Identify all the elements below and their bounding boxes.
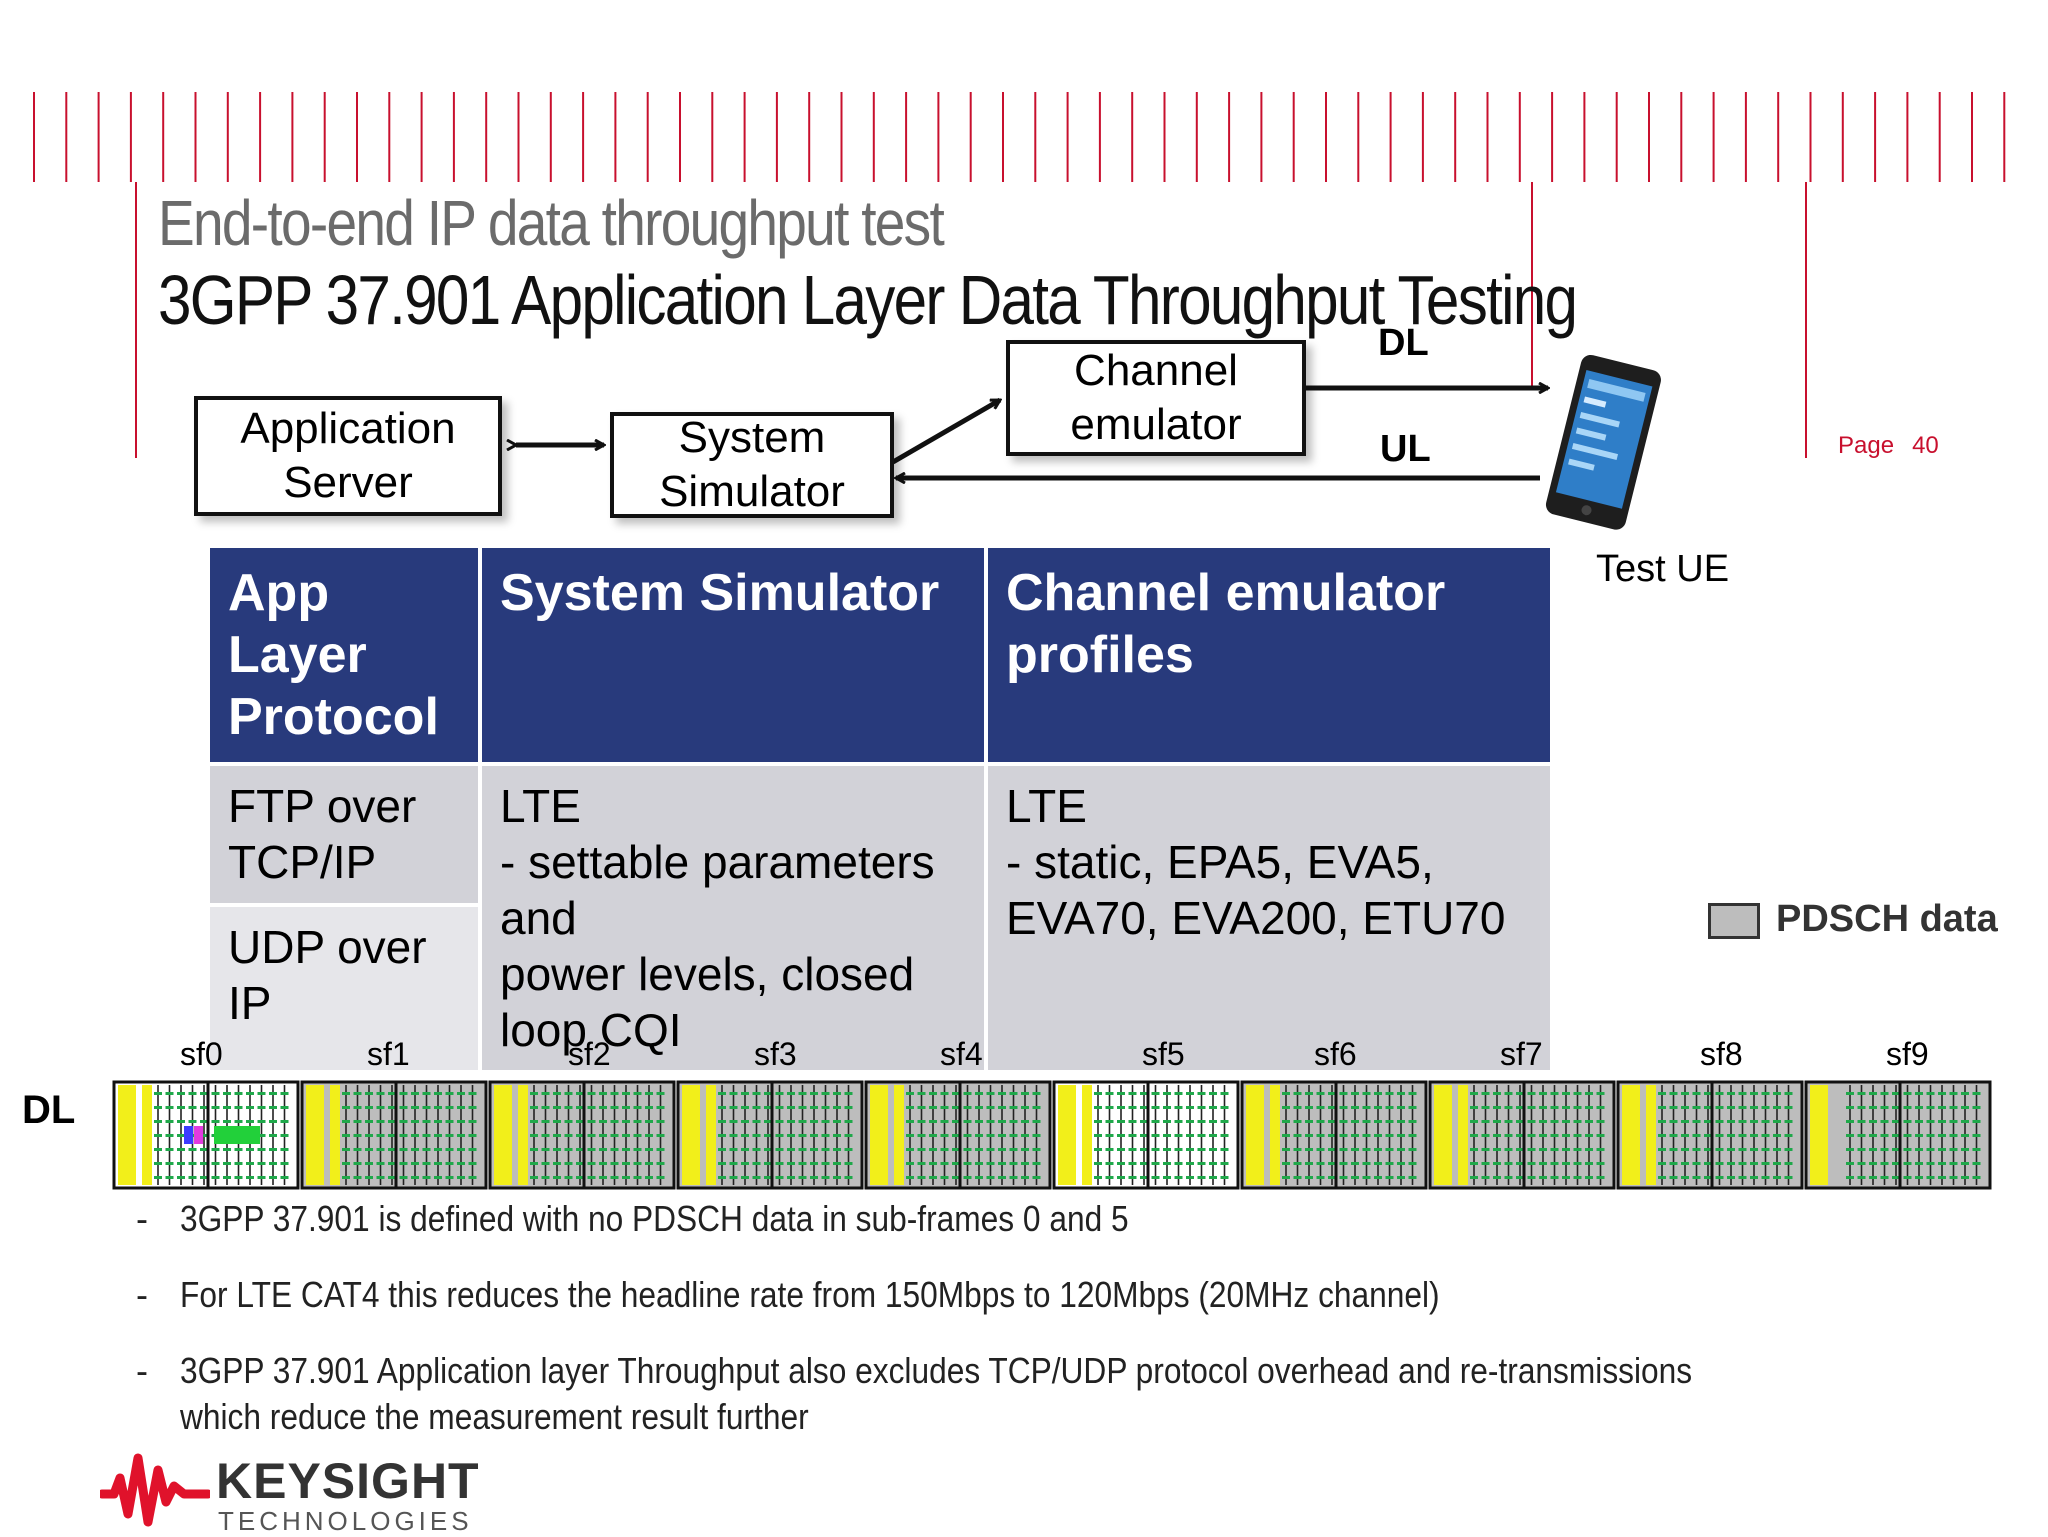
subframe-6 xyxy=(1240,1080,1428,1190)
protocol-udp-cell: UDP over IP xyxy=(210,902,478,1070)
slide-subtitle: 3GPP 37.901 Application Layer Data Throu… xyxy=(158,261,1578,339)
protocol-table: App Layer Protocol System Simulator Chan… xyxy=(206,548,1554,1070)
simulator-details-cell: LTE - settable parameters and power leve… xyxy=(482,762,984,1070)
simulator-emulator-arrow xyxy=(891,397,1000,465)
page-value: 40 xyxy=(1912,432,1939,459)
bullet-item: -For LTE CAT4 this reduces the headline … xyxy=(136,1272,1996,1318)
subframe-9 xyxy=(1804,1080,1992,1190)
protocol-ftp-cell: FTP over TCP/IP xyxy=(210,762,478,903)
subframe-3 xyxy=(676,1080,864,1190)
slide-title: End-to-end IP data throughput test xyxy=(158,187,945,259)
subframe-label-8: sf8 xyxy=(1700,1036,1743,1072)
header-app-layer-protocol: App Layer Protocol xyxy=(210,548,478,762)
bullet-text: 3GPP 37.901 is defined with no PDSCH dat… xyxy=(180,1198,1129,1239)
pdsch-legend-swatch xyxy=(1708,903,1760,939)
subframe-1 xyxy=(300,1080,488,1190)
bullet-list: -3GPP 37.901 is defined with no PDSCH da… xyxy=(136,1196,1996,1470)
subframe-label-9: sf9 xyxy=(1886,1036,1929,1072)
subframe-4 xyxy=(864,1080,1052,1190)
keysight-logo-text: KEYSIGHT xyxy=(216,1453,480,1509)
page-number: Page 40 xyxy=(1838,432,1939,460)
subframe-5 xyxy=(1052,1080,1240,1190)
subframe-2 xyxy=(488,1080,676,1190)
subframe-row-label: DL xyxy=(22,1088,76,1132)
bullet-item: -3GPP 37.901 Application layer Throughpu… xyxy=(136,1348,1996,1440)
bullet-dash: - xyxy=(136,1198,148,1239)
test-ue-label: Test UE xyxy=(1596,548,1730,590)
subframe-label-4: sf4 xyxy=(940,1036,983,1072)
subframe-7 xyxy=(1428,1080,1616,1190)
application-server-box: Application Server xyxy=(194,396,502,516)
subframe-label-7: sf7 xyxy=(1500,1036,1543,1072)
mobile-phone-icon xyxy=(1545,354,1661,530)
subframe-0 xyxy=(112,1080,300,1190)
keysight-wave-logo-icon xyxy=(100,1453,210,1527)
subframe-label-1: sf1 xyxy=(367,1036,410,1072)
keysight-logo-subtext: TECHNOLOGIES xyxy=(218,1506,473,1536)
subframe-8 xyxy=(1616,1080,1804,1190)
ul-label: UL xyxy=(1380,428,1431,470)
header-system-simulator: System Simulator xyxy=(482,548,984,762)
bullet-text: For LTE CAT4 this reduces the headline r… xyxy=(180,1274,1440,1315)
subframe-label-2: sf2 xyxy=(568,1036,611,1072)
bullet-dash: - xyxy=(136,1350,148,1391)
pdsch-legend-label: PDSCH data xyxy=(1776,898,1998,940)
subframe-label-6: sf6 xyxy=(1314,1036,1357,1072)
bullet-text: 3GPP 37.901 Application layer Throughput… xyxy=(180,1350,1693,1437)
header-channel-emulator: Channel emulator profiles xyxy=(988,548,1550,762)
bullet-dash: - xyxy=(136,1274,148,1315)
subframe-label-0: sf0 xyxy=(180,1036,223,1072)
dl-label: DL xyxy=(1378,322,1429,364)
page-label: Page xyxy=(1838,432,1895,459)
subframe-label-5: sf5 xyxy=(1142,1036,1185,1072)
bullet-item: -3GPP 37.901 is defined with no PDSCH da… xyxy=(136,1196,1996,1242)
subframe-label-3: sf3 xyxy=(754,1036,797,1072)
system-simulator-box: System Simulator xyxy=(610,412,894,518)
emulator-profiles-cell: LTE - static, EPA5, EVA5, EVA70, EVA200,… xyxy=(988,762,1550,1070)
channel-emulator-box: Channel emulator xyxy=(1006,340,1306,456)
